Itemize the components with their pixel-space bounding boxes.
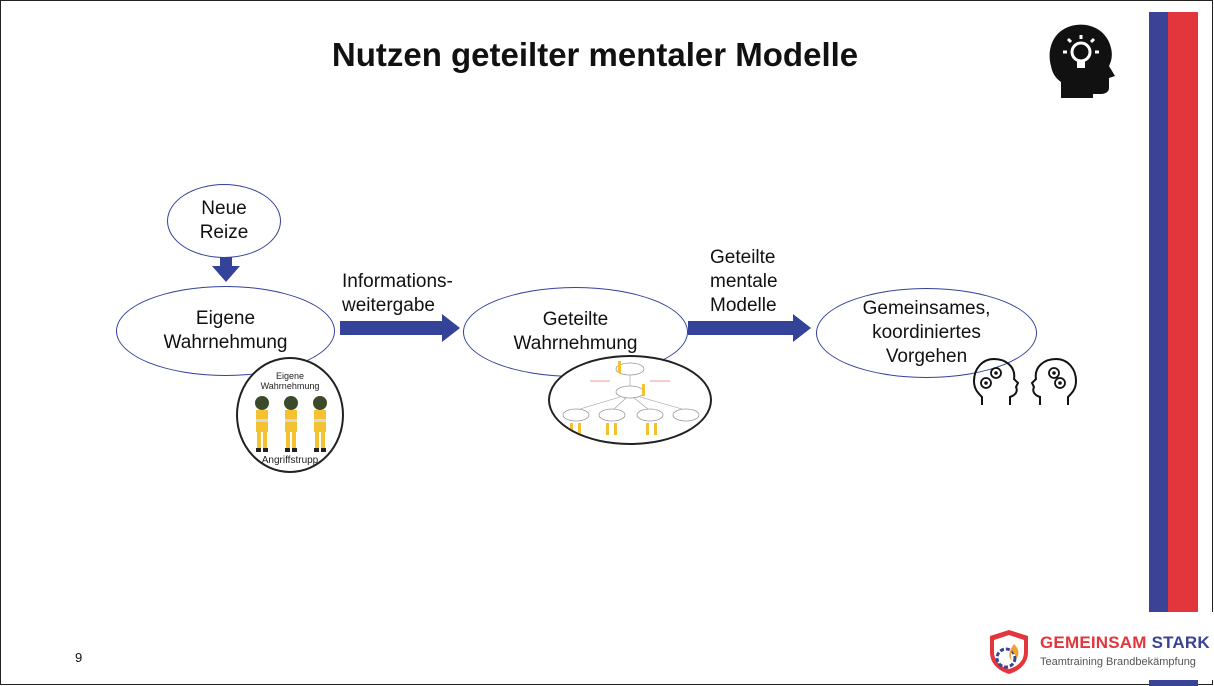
arrow-informationsweitergabe: [340, 314, 460, 342]
arrow-mentale-modelle: [688, 314, 811, 342]
label-geteilte-mentale-modelle: Geteilte mentale Modelle: [710, 247, 778, 316]
brand-name-part1: GEMEINSAM: [1040, 633, 1147, 652]
firefighters-icon: [255, 396, 327, 452]
head-gears-icon: [972, 357, 1020, 405]
head-gears-icon: [1030, 357, 1078, 405]
node-geteilte-wahrnehmung: Geteilte Wahrnehmung: [463, 287, 688, 377]
decor-stripe-red: [1168, 12, 1198, 686]
brand-name-part2: STARK: [1146, 633, 1210, 652]
node-neue-reize: Neue Reize: [167, 184, 281, 258]
inset-angriffstrupp: Eigene Wahrnehmung Angriffstrupp: [236, 357, 344, 473]
inset-top-label: Eigene Wahrnehmung: [260, 371, 320, 391]
decor-stripe-gap: [1140, 612, 1214, 680]
node-eigene-wahrnehmung: Eigene Wahrnehmung: [116, 286, 335, 376]
page-number: 9: [75, 650, 83, 665]
brand-subtitle: Teamtraining Brandbekämpfung: [1040, 656, 1196, 668]
label-informationsweitergabe: Informations- weitergabe: [342, 271, 453, 316]
inset-bottom-label: Angriffstrupp: [261, 455, 319, 466]
slide-title: Nutzen geteilter mentaler Modelle: [331, 36, 859, 73]
head-lightbulb-icon: [1049, 24, 1115, 98]
team-hierarchy-icon: [562, 361, 700, 435]
diagram-arrows: [212, 255, 811, 342]
decor-stripe-end: [1149, 680, 1198, 686]
brand-name: GEMEINSAM STARK: [1040, 633, 1210, 653]
node-gemeinsames-vorgehen: Gemeinsames, koordiniertes Vorgehen: [816, 288, 1037, 378]
shield-logo-icon: [990, 630, 1028, 674]
arrow-down: [212, 255, 240, 282]
inset-team-hierarchy: [548, 355, 712, 445]
decor-stripe-blue: [1149, 12, 1168, 686]
